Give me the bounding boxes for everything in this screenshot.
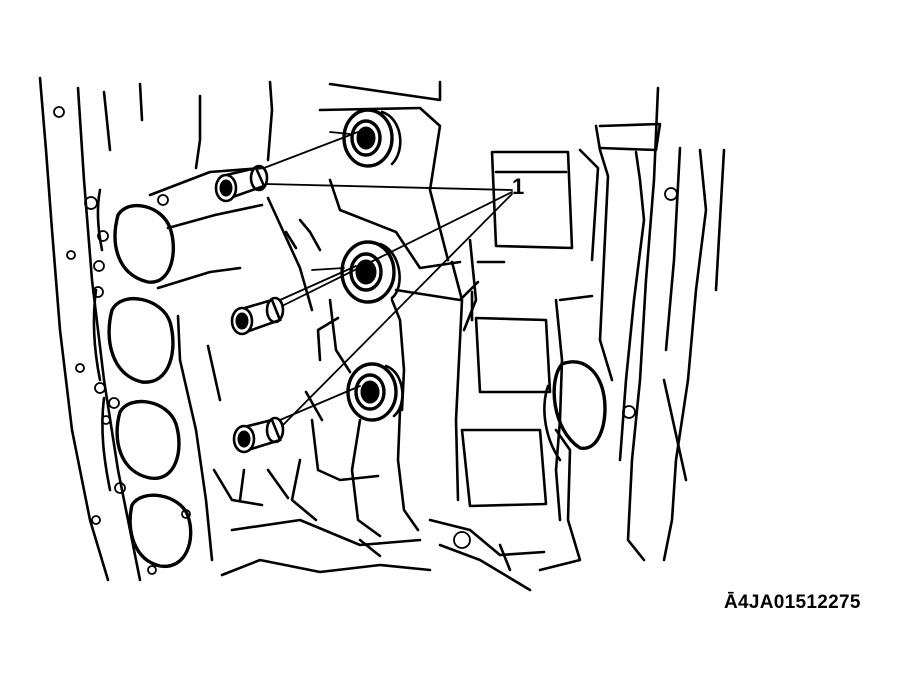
block-outer-contour [38, 76, 144, 582]
oil-jet-bores [340, 108, 404, 422]
alignment-lines [263, 131, 361, 421]
gasket-holes [53, 106, 191, 575]
oil-jet-upper [214, 164, 269, 203]
cylinder-bores [92, 188, 193, 568]
oil-jet-lower [232, 416, 285, 454]
oil-jet-parts [214, 164, 285, 454]
right-panel-structure [358, 150, 582, 592]
callout-leaders [265, 183, 513, 427]
right-block-edge [543, 86, 726, 562]
figure-code: Ā4JA01512275 [724, 592, 861, 613]
callout-label: 1 [512, 174, 524, 199]
block-side-face [148, 80, 450, 577]
oil-jet-middle [230, 296, 285, 336]
